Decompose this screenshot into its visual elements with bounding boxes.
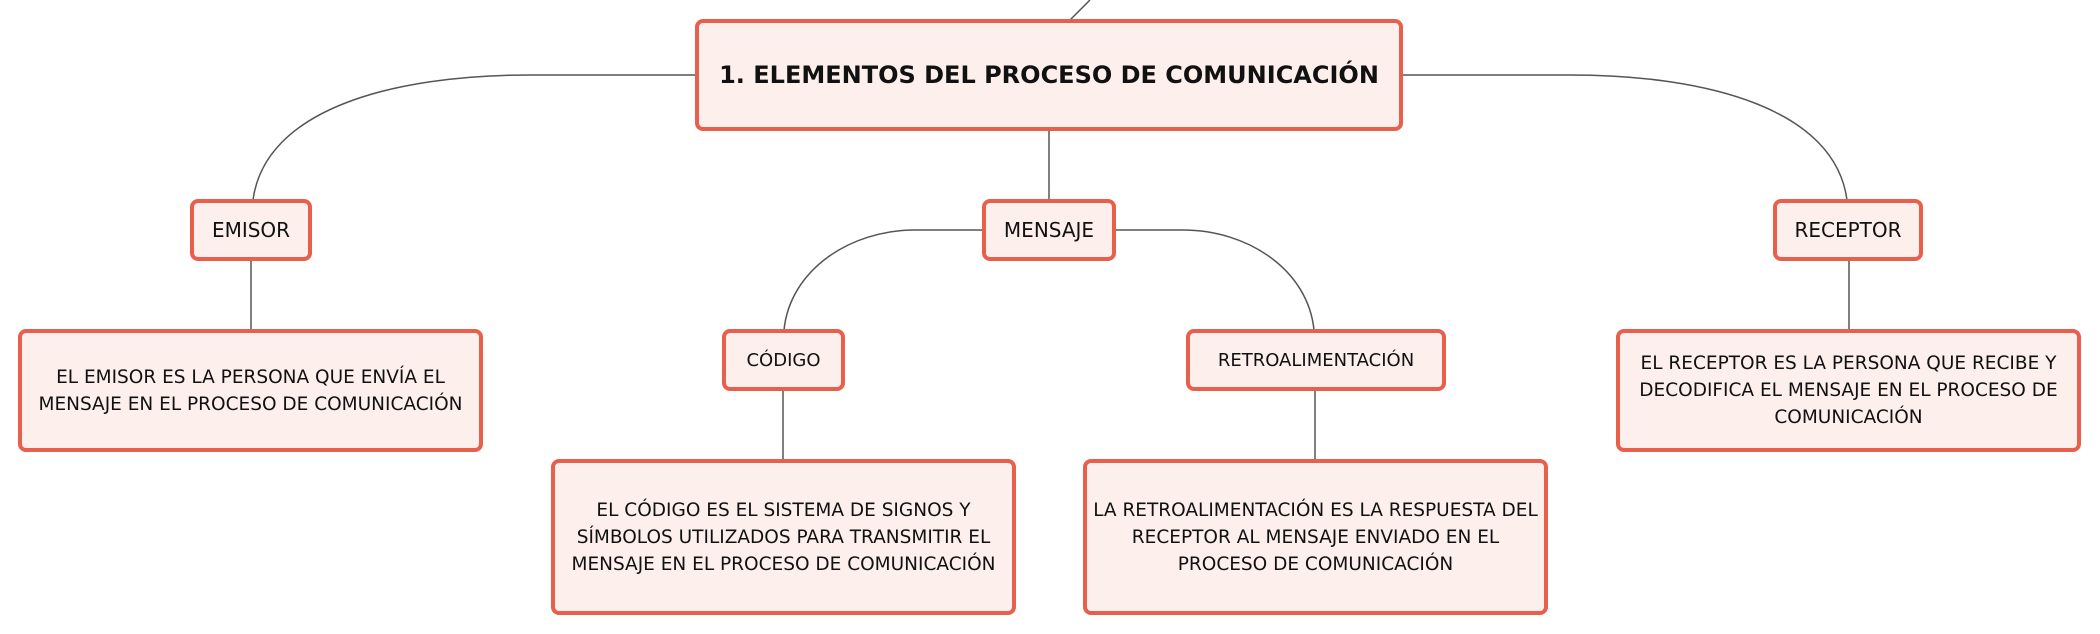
emisor-label: EMISOR [211,218,291,242]
codigo-node[interactable]: CÓDIGO [722,329,845,391]
receptor-node[interactable]: RECEPTOR [1773,199,1923,261]
emisor-description-node[interactable]: EL EMISOR ES LA PERSONA QUE ENVÍA EL MEN… [18,329,483,452]
retroalimentacion-description-node[interactable]: LA RETROALIMENTACIÓN ES LA RESPUESTA DEL… [1083,459,1548,615]
receptor-description-text: EL RECEPTOR ES LA PERSONA QUE RECIBE Y D… [1639,353,2058,428]
retroalimentacion-label: RETROALIMENTACIÓN [1217,349,1415,371]
codigo-label: CÓDIGO [746,349,821,371]
receptor-description-node[interactable]: EL RECEPTOR ES LA PERSONA QUE RECIBE Y D… [1616,329,2081,452]
codigo-description-text: EL CÓDIGO ES EL SISTEMA DE SIGNOS Y SÍMB… [571,499,996,575]
retroalimentacion-node[interactable]: RETROALIMENTACIÓN [1186,329,1446,391]
connector-mensaje-codigo [783,229,983,331]
mensaje-label: MENSAJE [1003,218,1095,242]
codigo-description-node[interactable]: EL CÓDIGO ES EL SISTEMA DE SIGNOS Y SÍMB… [551,459,1016,615]
connector-root-emisor [252,74,697,201]
emisor-node[interactable]: EMISOR [190,199,312,261]
receptor-label: RECEPTOR [1794,218,1902,242]
root-topic-node[interactable]: 1. ELEMENTOS DEL PROCESO DE COMUNICACIÓN [695,19,1403,131]
connector-root-receptor [1403,74,1848,201]
mensaje-node[interactable]: MENSAJE [982,199,1116,261]
connector-mensaje-retro [1115,229,1315,331]
emisor-description-text: EL EMISOR ES LA PERSONA QUE ENVÍA EL MEN… [38,366,463,415]
retroalimentacion-description-text: LA RETROALIMENTACIÓN ES LA RESPUESTA DEL… [1093,499,1538,575]
root-topic-label: 1. ELEMENTOS DEL PROCESO DE COMUNICACIÓN [719,61,1379,89]
